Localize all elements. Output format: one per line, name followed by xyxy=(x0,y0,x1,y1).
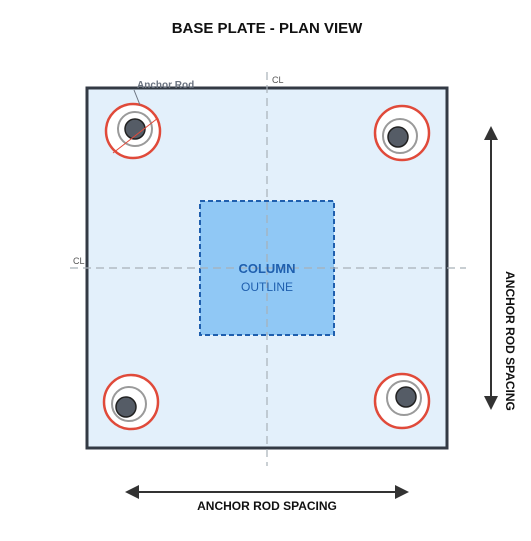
anchor-rod-top-left xyxy=(104,102,162,160)
vertical-dimension: ANCHOR ROD SPACING xyxy=(484,126,517,411)
column-label-line2: OUTLINE xyxy=(241,280,293,294)
anchor-rod-leader-tick xyxy=(133,89,141,106)
dimension-label-horizontal: ANCHOR ROD SPACING xyxy=(197,499,337,513)
centerline-label-vertical: CL xyxy=(272,75,284,85)
anchor-rod-top-right xyxy=(373,104,431,162)
arrow-head-left xyxy=(125,485,139,499)
anchor-rod-bottom-left xyxy=(102,373,160,431)
rod xyxy=(395,386,417,408)
arrow-head-up xyxy=(484,126,498,140)
arrow-head-right xyxy=(395,485,409,499)
rod xyxy=(115,396,137,418)
diagram-title: BASE PLATE - PLAN VIEW xyxy=(172,20,363,37)
horizontal-dimension: ANCHOR ROD SPACING xyxy=(125,485,409,513)
arrow-head-down xyxy=(484,396,498,410)
column-label-line1: COLUMN xyxy=(238,261,295,276)
anchor-rod-label: Anchor Rod xyxy=(137,80,194,91)
anchor-rod-leader-line xyxy=(112,117,159,154)
dimension-label-vertical: ANCHOR ROD SPACING xyxy=(503,271,517,411)
centerline-label-horizontal: CL xyxy=(73,256,85,266)
anchor-rod-bottom-right xyxy=(373,372,431,430)
rod xyxy=(124,118,146,140)
rod xyxy=(387,126,409,148)
